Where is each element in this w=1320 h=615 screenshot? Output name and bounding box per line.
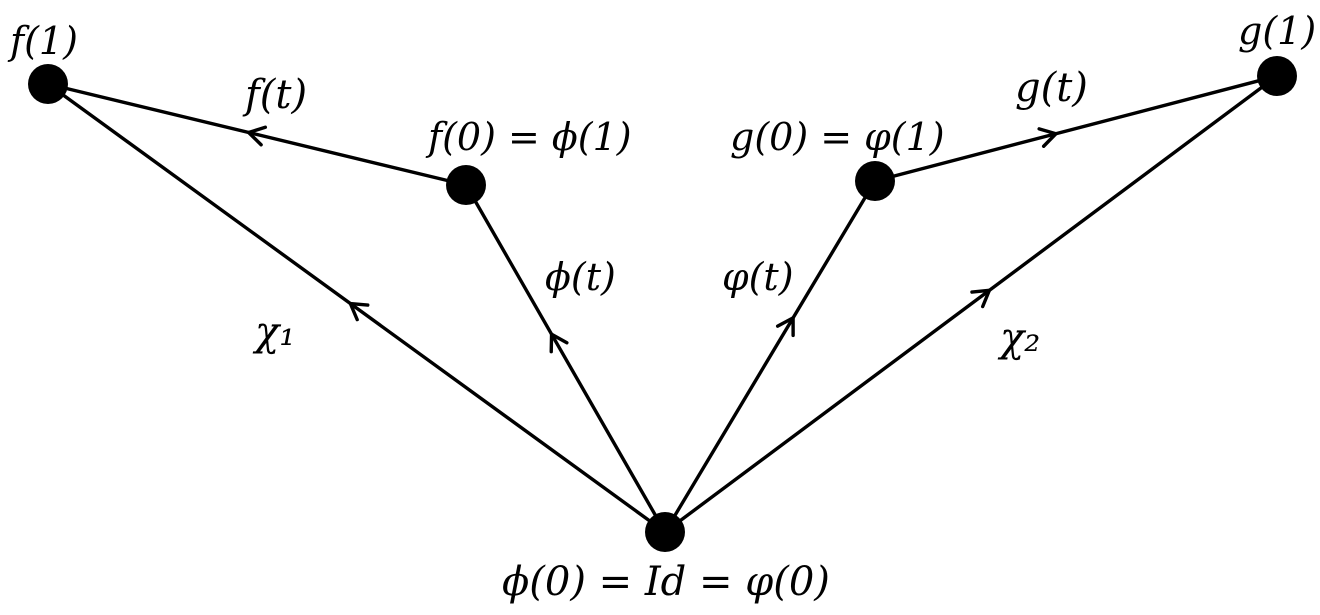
node-g0 [855, 161, 895, 201]
node-label-g0: g(0) = φ(1) [730, 115, 945, 159]
node-f1 [28, 64, 68, 104]
node-g1 [1257, 56, 1297, 96]
edge-label-chi1: χ₁ [255, 309, 296, 355]
node-label-f0: f(0) = ϕ(1) [428, 115, 632, 159]
node-label-g1: g(1) [1238, 9, 1317, 53]
edge-label-chi2: χ₂ [1000, 315, 1041, 361]
edge-label-phi-t: ϕ(t) [545, 255, 616, 299]
node-label-f1: f(1) [10, 19, 78, 63]
arrowhead-id-to-g0 [775, 316, 795, 338]
node-f0 [446, 165, 486, 205]
arrowhead-id-to-f1 [348, 301, 370, 322]
edge-label-f-t: f(t) [245, 72, 308, 118]
edge-id-to-g1 [663, 74, 1279, 534]
edge-label-g-t: g(t) [1015, 65, 1088, 111]
arrowhead-g0-to-g1 [1037, 127, 1058, 148]
edge-label-varphi-t: φ(t) [722, 255, 794, 299]
edge-id-to-g0 [663, 179, 877, 534]
node-label-identity: ϕ(0) = Id = φ(0) [502, 559, 830, 605]
edge-g0-to-g1 [873, 74, 1279, 183]
arrowhead-id-to-f0 [549, 332, 569, 354]
arrowhead-id-to-g1 [970, 288, 992, 309]
edge-id-to-f0 [464, 183, 667, 534]
edge-id-to-f1 [46, 82, 667, 534]
edge-f0-to-f1 [46, 82, 468, 187]
arrowhead-f0-to-f1 [246, 125, 268, 147]
node-id [645, 512, 685, 552]
